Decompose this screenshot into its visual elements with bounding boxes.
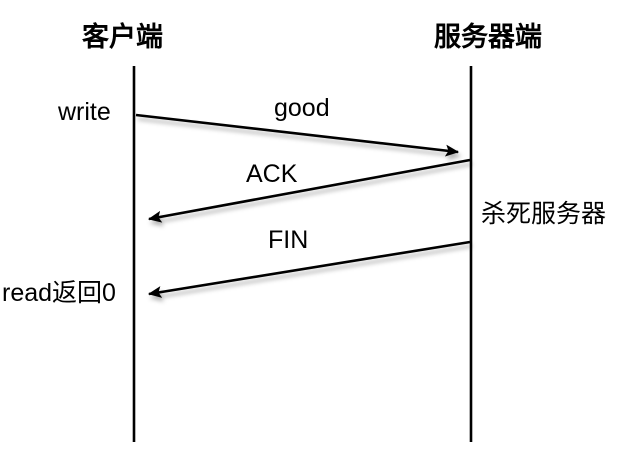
annotation-write: write: [58, 98, 111, 126]
message-arrow-good: [135, 113, 460, 157]
annotation-kill-server: 杀死服务器: [481, 200, 607, 228]
message-label-good: good: [274, 94, 330, 122]
lifeline-header-client: 客户端: [82, 22, 163, 52]
message-label-fin: FIN: [268, 226, 309, 254]
message-arrow-ack: [147, 158, 471, 223]
annotation-read-return: read返回0: [2, 279, 116, 307]
message-label-ack: ACK: [246, 160, 298, 188]
lifeline-header-server: 服务器端: [434, 22, 542, 52]
message-arrow-fin: [147, 240, 471, 298]
